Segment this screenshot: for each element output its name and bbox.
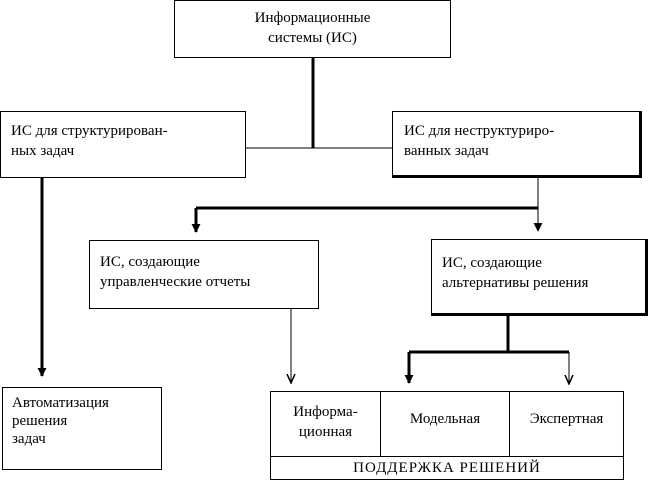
automation-line2: решения [12,413,68,429]
management-reports-node: ИС, создающие управленческие отчеты [89,240,319,309]
expert-support-label: Экспертная [529,411,604,427]
structured-tasks-line1: ИС для структурирован- [11,123,168,139]
management-reports-line1: ИС, создающие [100,254,200,270]
informational-support-node: Информа- ционная [270,391,381,457]
decision-support-caption: ПОДДЕРЖКА РЕШЕНИЙ [270,456,624,480]
unstructured-tasks-node: ИС для неструктуриро- ванных задач [392,111,642,178]
automation-line1: Автоматизация [12,395,109,411]
unstructured-tasks-line2: ванных задач [404,143,489,159]
decision-alternatives-line2: альтернативы решения [442,275,589,291]
model-support-label: Модельная [409,411,481,427]
management-reports-line2: управленческие отчеты [100,274,251,290]
structured-tasks-node: ИС для структурирован- ных задач [0,111,246,178]
decision-alternatives-line1: ИС, создающие [442,255,542,271]
root-node: Информационные системы (ИС) [174,0,451,58]
decision-support-caption-text: ПОДДЕРЖКА РЕШЕНИЙ [353,460,541,476]
root-node-line2: системы (ИС) [268,30,357,46]
automation-node: Автоматизация решения задач [2,387,162,470]
unstructured-tasks-line1: ИС для неструктуриро- [404,123,555,139]
automation-line3: задач [12,431,46,447]
model-support-node: Модельная [380,391,510,457]
decision-alternatives-node: ИС, создающие альтернативы решения [431,239,648,316]
informational-line2: ционная [298,424,353,440]
expert-support-node: Экспертная [509,391,624,457]
structured-tasks-line2: ных задач [11,143,75,159]
root-node-line1: Информационные [254,10,371,26]
informational-line1: Информа- [293,404,358,420]
